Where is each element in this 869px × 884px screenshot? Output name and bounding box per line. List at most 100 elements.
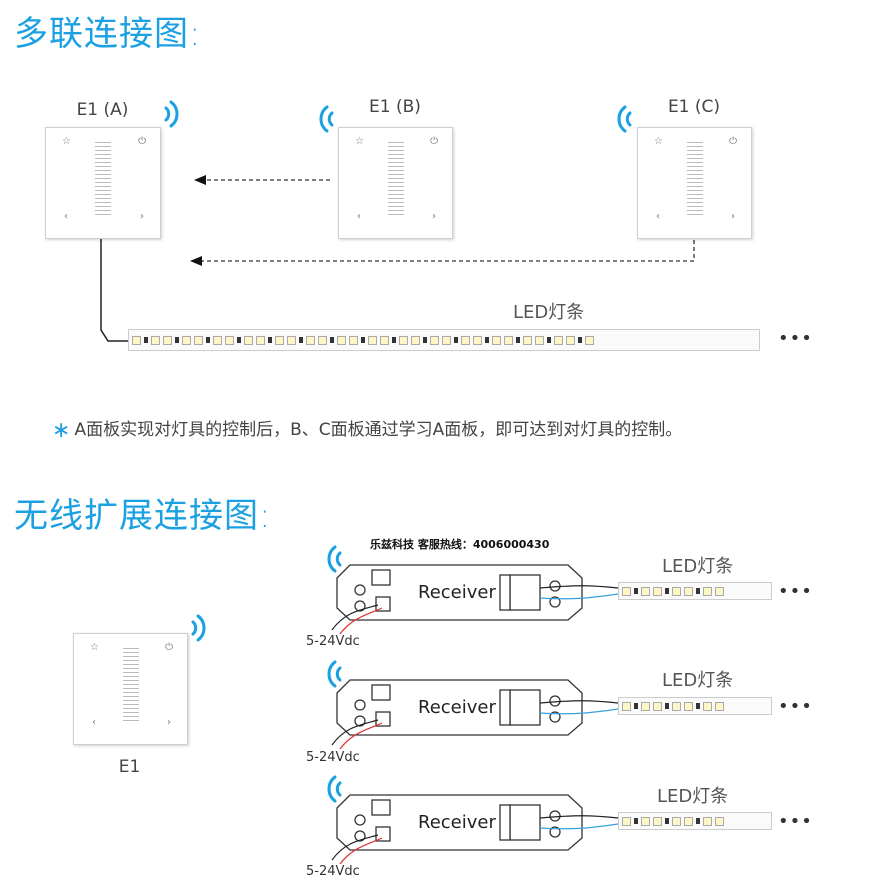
resistor-chip <box>634 703 638 709</box>
resistor-chip <box>454 337 458 343</box>
note: ∗A面板实现对灯具的控制后，B、C面板通过学习A面板，即可达到对灯具的控制。 <box>52 415 682 443</box>
led-chip <box>703 701 712 711</box>
voltage-label-3: 5-24Vdc <box>306 864 360 879</box>
led-chip <box>715 701 724 711</box>
resistor-chip <box>423 337 427 343</box>
star-icon: ☆ <box>90 642 99 653</box>
led-chip <box>585 335 594 345</box>
led-chip <box>684 701 693 711</box>
resistor-chip <box>547 337 551 343</box>
led-chip <box>182 335 191 345</box>
resistor-chip <box>696 818 700 824</box>
resistor-chip <box>175 337 179 343</box>
panel-a-label: E1 (A) <box>76 100 129 120</box>
ellipsis: ••• <box>778 581 813 602</box>
led-chip <box>306 335 315 345</box>
led-chip <box>622 816 631 826</box>
resistor-chip <box>237 337 241 343</box>
panel-b: ☆ ⏻ ‹ › <box>338 127 453 239</box>
resistor-chip <box>634 818 638 824</box>
led-chip <box>703 816 712 826</box>
led-chip <box>213 335 222 345</box>
led-chip <box>641 701 650 711</box>
led-chip <box>622 586 631 596</box>
receiver-2-label: Receiver <box>418 697 496 718</box>
panel-e1: ☆ ⏻ ‹ › <box>73 633 188 745</box>
chevron-left-icon: ‹ <box>92 717 96 728</box>
star-icon: ☆ <box>654 136 663 147</box>
receiver-1-label: Receiver <box>418 582 496 603</box>
receiver-3-label: Receiver <box>418 812 496 833</box>
resistor-chip <box>330 337 334 343</box>
ellipsis: ••• <box>778 696 813 717</box>
power-icon: ⏻ <box>430 136 438 147</box>
panel-c-label: E1 (C) <box>667 97 721 117</box>
led-strip-label-3: LED灯条 <box>657 786 729 807</box>
led-chip <box>622 701 631 711</box>
led-chip <box>442 335 451 345</box>
section2-title: 无线扩展连接图: <box>14 496 272 536</box>
led-chip <box>132 335 141 345</box>
ellipsis: ••• <box>778 328 813 349</box>
led-chip <box>653 701 662 711</box>
chevron-right-icon: › <box>432 211 436 222</box>
power-icon: ⏻ <box>138 136 146 147</box>
led-strip-label-2: LED灯条 <box>662 670 734 691</box>
led-chip <box>566 335 575 345</box>
resistor-chip <box>665 588 669 594</box>
led-chip <box>641 816 650 826</box>
resistor-chip <box>268 337 272 343</box>
panel-b-slider <box>387 142 404 218</box>
led-chip <box>523 335 532 345</box>
asterisk-icon: ∗ <box>52 418 71 443</box>
panel-e1-slider <box>122 648 139 724</box>
resistor-chip <box>696 703 700 709</box>
chevron-left-icon: ‹ <box>656 211 660 222</box>
resistor-chip <box>206 337 210 343</box>
chevron-right-icon: › <box>140 211 144 222</box>
panel-a: ☆ ⏻ ‹ › <box>45 127 161 239</box>
led-chip <box>672 586 681 596</box>
power-icon: ⏻ <box>729 136 737 147</box>
led-chip <box>256 335 265 345</box>
star-icon: ☆ <box>62 136 71 147</box>
voltage-label-1: 5-24Vdc <box>306 634 360 649</box>
led-strip-label: LED灯条 <box>513 302 585 323</box>
led-chip <box>275 335 284 345</box>
led-chip <box>430 335 439 345</box>
resistor-chip <box>696 588 700 594</box>
led-chip <box>672 701 681 711</box>
led-chip <box>380 335 389 345</box>
note-text: A面板实现对灯具的控制后，B、C面板通过学习A面板，即可达到对灯具的控制。 <box>74 420 683 440</box>
led-chip <box>684 586 693 596</box>
led-chip <box>368 335 377 345</box>
panel-b-label: E1 (B) <box>369 97 421 117</box>
led-chip <box>473 335 482 345</box>
led-chip <box>461 335 470 345</box>
star-icon: ☆ <box>355 136 364 147</box>
led-chip <box>411 335 420 345</box>
panel-e1-label: E1 <box>118 757 141 777</box>
led-chip <box>653 586 662 596</box>
led-chip <box>337 335 346 345</box>
led-chip <box>287 335 296 345</box>
led-chip <box>653 816 662 826</box>
panel-c-slider <box>686 142 703 218</box>
led-strip <box>618 582 772 600</box>
led-strip <box>618 812 772 830</box>
resistor-chip <box>516 337 520 343</box>
resistor-chip <box>665 818 669 824</box>
led-chip <box>244 335 253 345</box>
voltage-label-2: 5-24Vdc <box>306 750 360 765</box>
resistor-chip <box>665 703 669 709</box>
resistor-chip <box>392 337 396 343</box>
resistor-chip <box>485 337 489 343</box>
led-chip <box>672 816 681 826</box>
led-chip <box>703 586 712 596</box>
led-chip <box>349 335 358 345</box>
ellipsis: ••• <box>778 811 813 832</box>
panel-a-slider <box>95 142 111 218</box>
resistor-chip <box>634 588 638 594</box>
led-chip <box>641 586 650 596</box>
power-icon: ⏻ <box>165 642 173 653</box>
